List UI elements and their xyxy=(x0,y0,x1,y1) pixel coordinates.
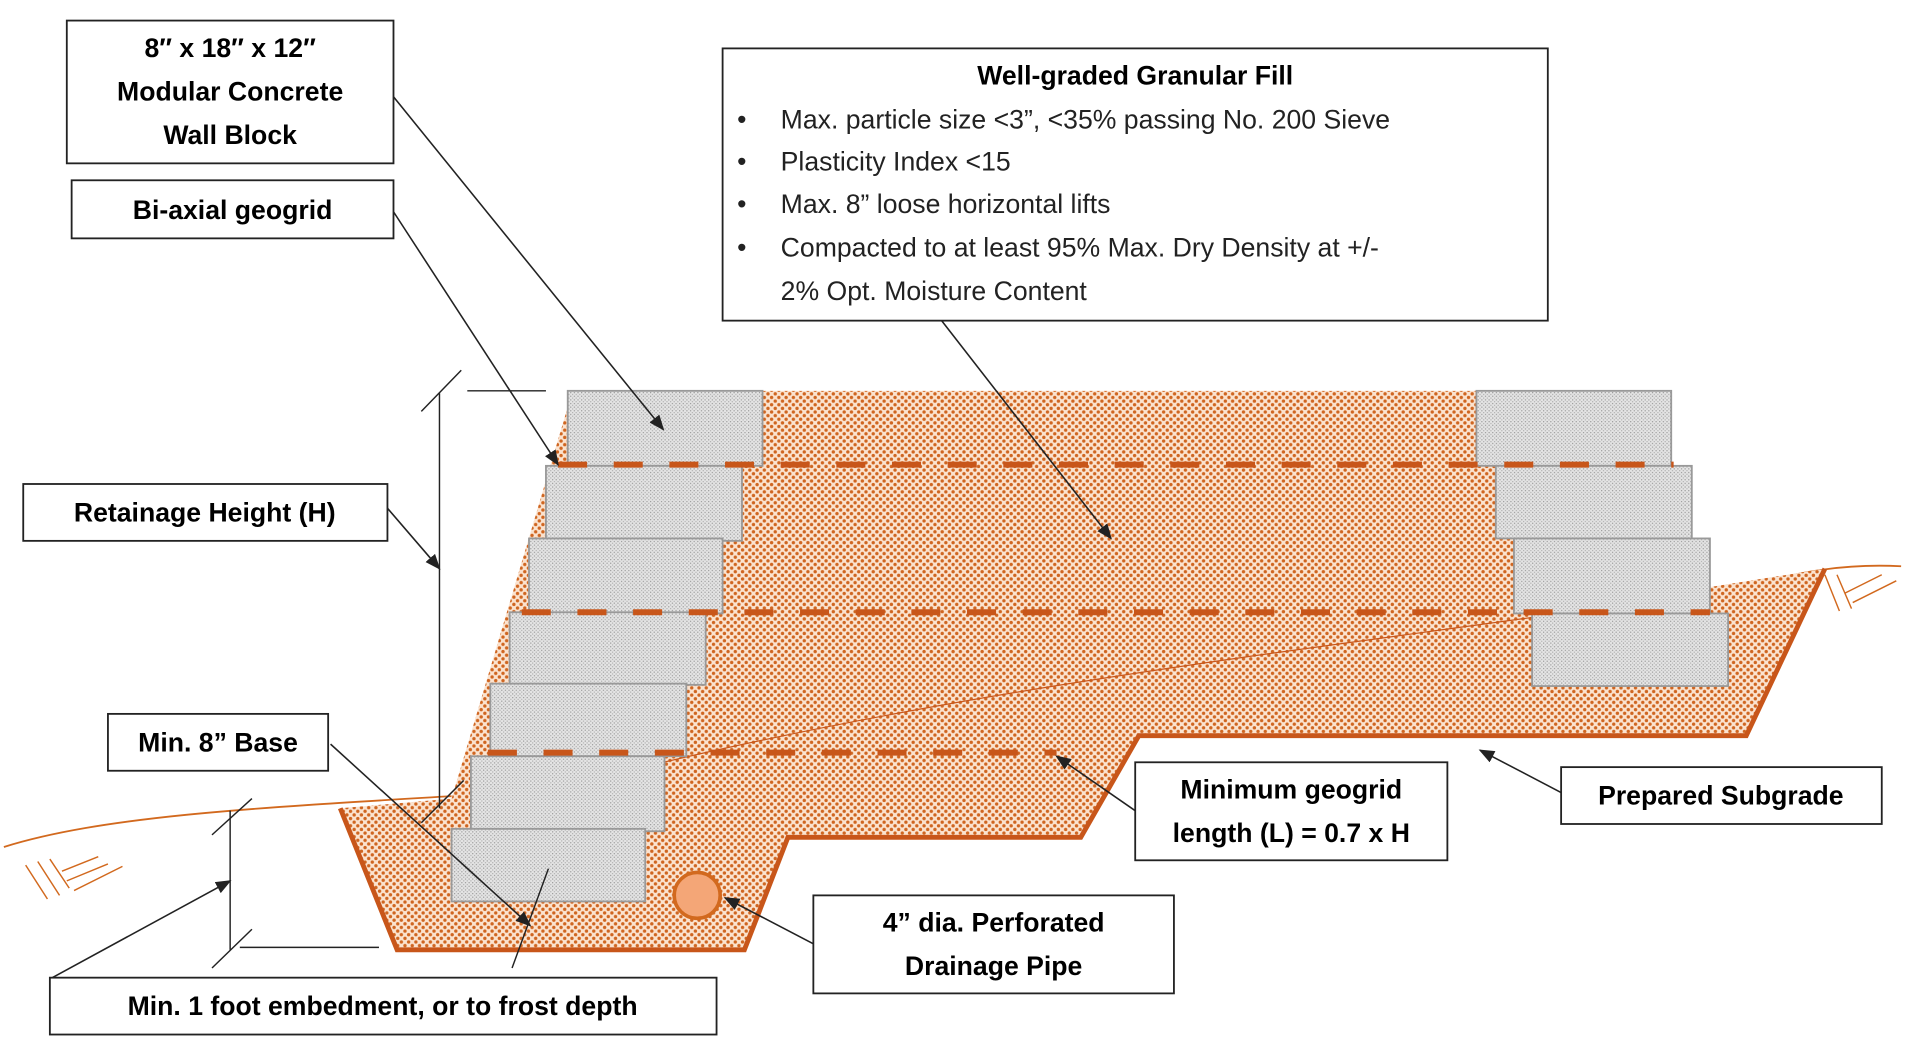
block-label-line: 8″ x 18″ x 12″ xyxy=(144,33,316,63)
base-label: Min. 8” Base xyxy=(107,712,330,772)
block-label: 8″ x 18″ x 12″ Modular Concrete Wall Blo… xyxy=(65,19,395,165)
pipe-label: 4” dia. Perforated Drainage Pipe xyxy=(812,894,1175,995)
retainage-label: Retainage Height (H) xyxy=(22,483,389,542)
wall-block xyxy=(1494,464,1693,540)
soil-hatch-icon xyxy=(25,574,1897,900)
fill-spec-item: Max. 8” loose horizontal lifts xyxy=(781,189,1111,219)
block-label-line: Wall Block xyxy=(163,120,297,150)
wall-block xyxy=(450,827,647,903)
wall-blocks-right xyxy=(1475,389,1730,687)
bullet-icon: • xyxy=(737,104,746,134)
wall-blocks-left xyxy=(450,389,764,903)
pipe-label-line: Drainage Pipe xyxy=(905,951,1082,981)
wall-block xyxy=(566,389,764,467)
fill-spec-item: Compacted to at least 95% Max. Dry Densi… xyxy=(781,233,1379,263)
base-label-text: Min. 8” Base xyxy=(138,727,298,757)
ground-line-left xyxy=(3,795,452,848)
wall-block xyxy=(489,682,688,758)
geogrid-length-line: Minimum geogrid xyxy=(1180,775,1402,805)
prepared-subgrade-outline xyxy=(338,567,1828,953)
bullet-icon: • xyxy=(737,147,746,177)
bullet-icon: • xyxy=(737,189,746,219)
embedment-label-text: Min. 1 foot embedment, or to frost depth xyxy=(128,991,638,1021)
wall-block xyxy=(508,611,707,686)
fill-slope-line xyxy=(663,616,1535,763)
drainage-pipe xyxy=(672,870,722,921)
wall-block xyxy=(1475,389,1673,467)
embedment-label: Min. 1 foot embedment, or to frost depth xyxy=(48,976,718,1036)
bullet-icon: • xyxy=(737,233,746,263)
wall-block xyxy=(545,464,743,542)
geogrid-label-text: Bi-axial geogrid xyxy=(133,195,333,225)
fill-spec-title: Well-graded Granular Fill xyxy=(977,61,1293,91)
subgrade-label: Prepared Subgrade xyxy=(1560,766,1883,825)
wall-block xyxy=(1513,537,1711,615)
block-label-line: Modular Concrete xyxy=(117,76,343,106)
fill-spec-item: Plasticity Index <15 xyxy=(781,147,1011,177)
retainage-label-text: Retainage Height (H) xyxy=(74,498,336,528)
leader-lines xyxy=(51,96,1562,979)
fill-spec-item: 2% Opt. Moisture Content xyxy=(781,276,1088,306)
geogrid-label: Bi-axial geogrid xyxy=(70,179,395,240)
pipe-label-line: 4” dia. Perforated xyxy=(883,908,1105,938)
wall-block xyxy=(470,755,666,833)
subgrade-label-text: Prepared Subgrade xyxy=(1598,781,1843,811)
fill-spec-item: Max. particle size <3”, <35% passing No.… xyxy=(781,104,1390,134)
geogrid-length-line: length (L) = 0.7 x H xyxy=(1173,818,1410,848)
fill-spec-label: Well-graded Granular Fill • Max. particl… xyxy=(721,47,1549,322)
height-dimension xyxy=(420,369,546,824)
wall-block xyxy=(1531,612,1730,687)
geogrid-length-label: Minimum geogrid length (L) = 0.7 x H xyxy=(1134,761,1449,862)
wall-block xyxy=(528,537,724,615)
